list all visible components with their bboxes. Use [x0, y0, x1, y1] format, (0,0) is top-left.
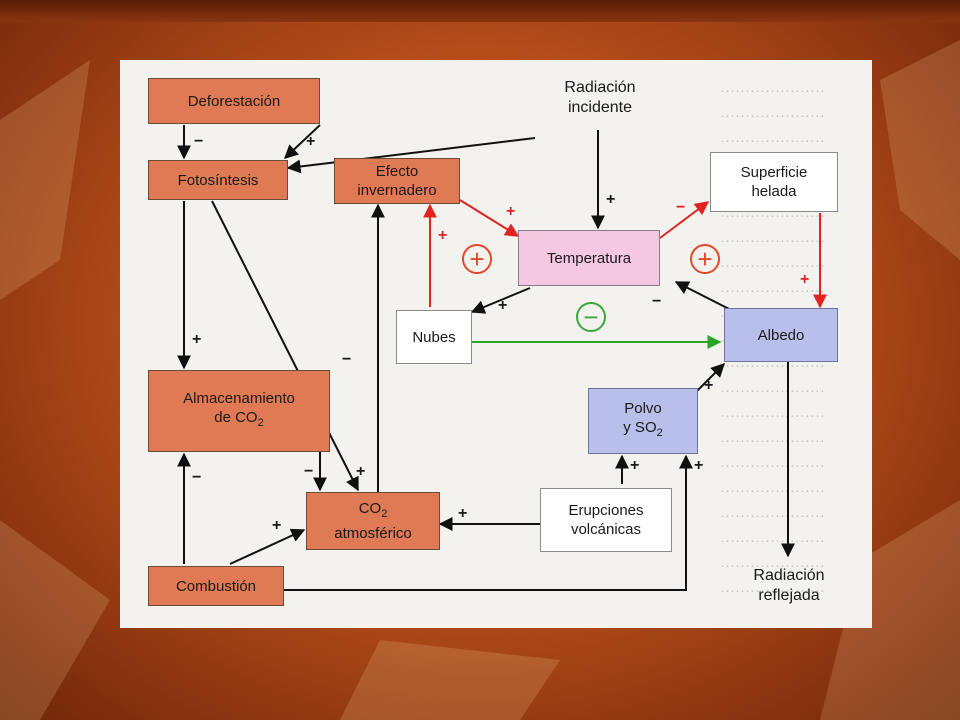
box-erupciones-line1: Erupciones [568, 502, 644, 519]
box-efecto-invernadero: Efecto invernadero [334, 158, 460, 204]
box-almacenamiento-subscript: 2 [257, 417, 264, 429]
box-almacenamiento-label: Almacenamiento de CO2 [183, 389, 295, 433]
box-superficie-label: Superficie helada [741, 163, 808, 201]
sign-minus: − [342, 351, 352, 368]
box-temperatura-label: Temperatura [546, 249, 632, 267]
sign-plus: + [704, 377, 714, 394]
box-polvo-label: Polvo y SO2 [623, 399, 662, 443]
arrow-temperatura-nubes [470, 287, 531, 314]
box-combustion: Combustión [148, 566, 284, 606]
sign-plus: + [356, 463, 366, 480]
loop-positive-left: + [462, 244, 492, 274]
box-co2-label: CO2 atmosférico [334, 499, 412, 543]
box-co2-line2: atmosférico [334, 525, 412, 542]
box-nubes-label: Nubes [412, 328, 456, 346]
sign-minus: − [304, 463, 314, 480]
label-radiacion-incidente-line2: incidente [567, 99, 633, 116]
box-polvo-line2: y SO [623, 419, 657, 436]
box-co2-subscript: 2 [381, 508, 388, 520]
sign-plus: + [438, 227, 448, 244]
box-almacenamiento-line2: de CO [214, 409, 258, 426]
box-nubes: Nubes [396, 310, 472, 364]
sign-plus: + [630, 457, 640, 474]
sign-plus: + [506, 203, 516, 220]
sign-plus: + [272, 517, 282, 534]
sign-plus: + [800, 271, 810, 288]
box-fotosintesis-label: Fotosíntesis [177, 171, 259, 189]
box-superficie-line2: helada [751, 183, 797, 200]
box-albedo-label: Albedo [757, 326, 805, 344]
box-albedo: Albedo [724, 308, 838, 362]
box-erupciones-volcanicas: Erupciones volcánicas [540, 488, 672, 552]
sign-plus: + [606, 191, 616, 208]
arrow-efecto-temperatura [459, 199, 520, 237]
box-almacenamiento-line1: Almacenamiento [183, 390, 295, 407]
sign-plus: + [498, 297, 508, 314]
sign-minus: − [194, 133, 204, 150]
label-radiacion-incidente-line1: Radiación [564, 79, 636, 96]
loop-positive-right-sign: + [697, 244, 713, 274]
arrow-combustion-polvo [284, 454, 693, 591]
box-deforestacion-label: Deforestación [187, 92, 281, 110]
sign-plus: + [192, 331, 202, 348]
arrow-albedo-temperatura [674, 281, 736, 313]
arrow-temperatura-superficie [659, 201, 710, 239]
box-polvo-line1: Polvo [624, 400, 662, 417]
label-radiacion-incidente: Radiación incidente [530, 78, 670, 118]
box-almacenamiento-co2: Almacenamiento de CO2 [148, 370, 330, 452]
box-superficie-line1: Superficie [740, 164, 808, 181]
box-efecto-line1: Efecto [375, 163, 419, 180]
sign-minus: − [676, 199, 686, 216]
box-polvo-subscript: 2 [656, 427, 663, 439]
sign-plus: + [694, 457, 704, 474]
box-polvo-so2: Polvo y SO2 [588, 388, 698, 454]
sign-minus: − [652, 293, 662, 310]
label-radiacion-reflejada: Radiación reflejada [724, 566, 854, 606]
label-radiacion-reflejada-line2: reflejada [758, 587, 820, 604]
sign-plus: + [458, 505, 468, 522]
box-efecto-label: Efecto invernadero [357, 162, 436, 200]
sign-minus: − [192, 469, 202, 486]
loop-negative-sign: − [583, 302, 599, 332]
box-efecto-line2: invernadero [357, 182, 437, 199]
loop-negative: − [576, 302, 606, 332]
arrow-polvo-albedo [693, 363, 725, 395]
box-fotosintesis: Fotosíntesis [148, 160, 288, 200]
loop-positive-left-sign: + [469, 244, 485, 274]
box-erupciones-line2: volcánicas [570, 521, 642, 538]
diagram-card: ········································… [120, 60, 872, 628]
box-combustion-label: Combustión [175, 577, 257, 595]
arrow-radiacion-fotosintesis [286, 137, 536, 174]
arrow-fotosintesis-co2 [211, 200, 359, 492]
box-erupciones-label: Erupciones volcánicas [568, 501, 643, 539]
label-radiacion-reflejada-line1: Radiación [753, 567, 825, 584]
box-superficie-helada: Superficie helada [710, 152, 838, 212]
sign-plus: + [306, 133, 316, 150]
box-deforestacion: Deforestación [148, 78, 320, 124]
arrow-deforestacion-fotosintesis-plus [283, 124, 321, 159]
loop-positive-right: + [690, 244, 720, 274]
arrow-combustion-co2 [229, 528, 306, 565]
box-co2-line1: CO [358, 500, 382, 517]
top-band [0, 0, 960, 22]
box-temperatura: Temperatura [518, 230, 660, 286]
box-co2-atmosferico: CO2 atmosférico [306, 492, 440, 550]
arrows-layer [177, 124, 827, 591]
